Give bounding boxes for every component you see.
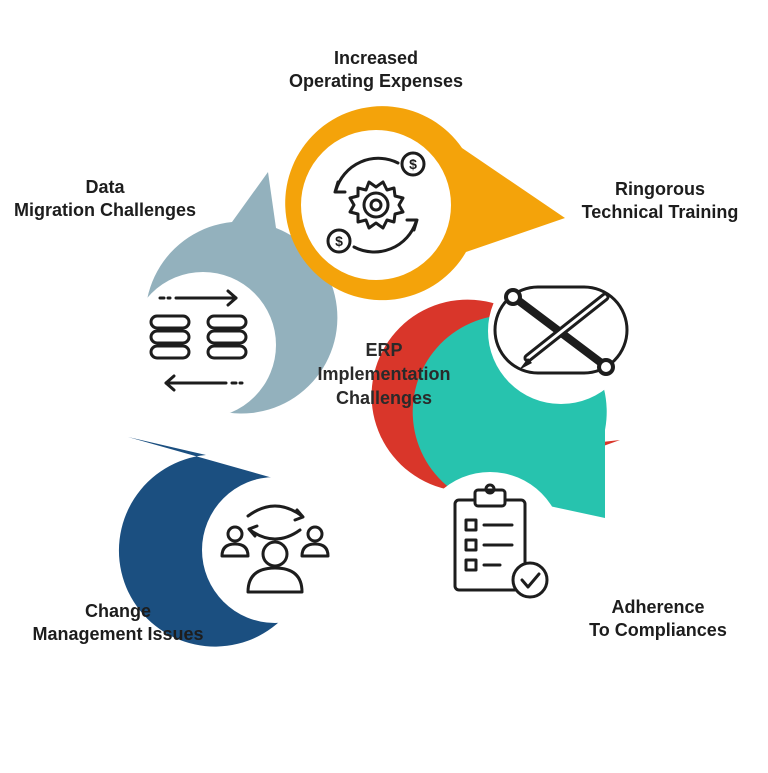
svg-text:$: $ xyxy=(335,233,343,249)
database-transfer-icon xyxy=(149,289,248,392)
wrench-pencil-icon xyxy=(493,285,629,376)
circle-operating-expenses xyxy=(301,130,451,280)
center-title: ERP Implementation Challenges xyxy=(317,340,451,408)
label-adherence: Adherence To Compliances xyxy=(589,597,727,640)
label-technical-training: Ringorous Technical Training xyxy=(581,179,739,222)
gear-dollar-cycle-icon xyxy=(326,151,426,254)
circle-change-management xyxy=(202,477,348,623)
dollar-sign-icons: $ $ xyxy=(335,156,417,249)
label-operating-expenses: Increased Operating Expenses xyxy=(288,48,464,91)
clipboard-checklist-icon xyxy=(453,483,549,599)
label-change-management: Change Management Issues xyxy=(32,601,204,644)
user-exchange-icon xyxy=(220,504,330,594)
circle-data-migration xyxy=(130,272,276,418)
label-data-migration: Data Migration Challenges xyxy=(13,177,197,220)
svg-text:$: $ xyxy=(409,156,417,172)
